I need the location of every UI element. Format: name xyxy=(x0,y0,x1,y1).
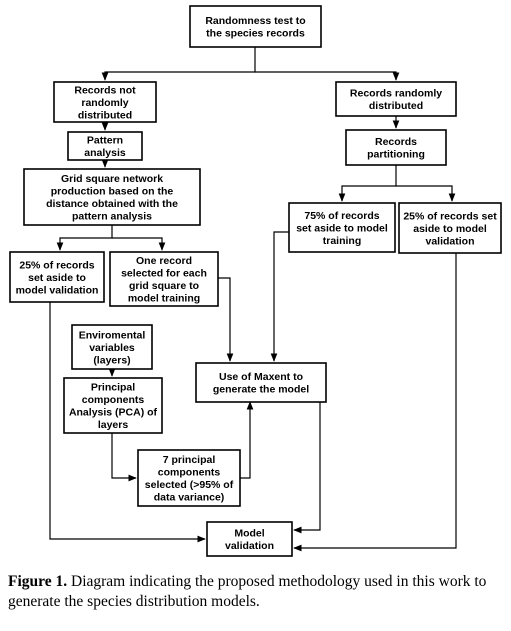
node-line: set aside to model xyxy=(296,222,388,234)
edge-partitioning-to-train75 xyxy=(338,165,397,202)
figure-label: Figure 1. xyxy=(8,573,68,590)
node-line: the species records xyxy=(206,28,305,40)
node-line: selected (>95% of xyxy=(145,479,234,491)
node-line: set aside to xyxy=(28,272,86,284)
node-line: Records xyxy=(375,136,417,148)
node-line: grid square to xyxy=(129,280,199,292)
node-line: Pattern xyxy=(87,135,123,147)
edge-grid-to-valid25-left xyxy=(56,225,113,251)
node-line: Records randomly xyxy=(350,88,442,100)
node-line: Records not xyxy=(74,84,136,96)
node-line: distributed xyxy=(369,100,423,112)
edge-pca-to-seven xyxy=(111,433,137,482)
edge-randomness-to-not-random xyxy=(101,47,256,81)
node-line: One record xyxy=(136,255,192,267)
node-line: distance obtained with the xyxy=(46,198,178,210)
node-line: data variance) xyxy=(154,492,225,504)
node-line: variables xyxy=(89,342,135,354)
node-line: components xyxy=(82,394,145,406)
edge-grid-to-one-record xyxy=(112,237,166,251)
edge-maxent-to-validation xyxy=(293,385,321,534)
node-line: Randomness test to xyxy=(205,15,305,27)
node-line: 25% of records xyxy=(19,259,94,271)
node-line: randomly xyxy=(81,97,128,109)
node-line: partitioning xyxy=(367,149,425,161)
node-line: validation xyxy=(225,540,274,552)
edge-one-record-to-maxent xyxy=(218,277,234,362)
node-line: generate the model xyxy=(213,384,309,396)
node-line: 75% of records xyxy=(304,210,379,222)
node-line: pattern analysis xyxy=(72,211,152,223)
node-line: validation xyxy=(425,235,474,247)
node-line: (layers) xyxy=(93,354,130,366)
node-line: model validation xyxy=(16,284,99,296)
node-line: Enviromental xyxy=(79,329,146,341)
node-line: Use of Maxent to xyxy=(219,371,303,383)
node-line: Analysis (PCA) of xyxy=(69,407,158,419)
node-line: Grid square network xyxy=(61,173,163,185)
node-line: aside to model xyxy=(413,223,487,235)
edge-valid25-right-to-validation xyxy=(293,253,457,552)
figure-caption-text: Diagram indicating the proposed methodol… xyxy=(8,573,487,610)
node-line: distributed xyxy=(78,109,132,121)
node-line: training xyxy=(323,235,362,247)
node-line: 25% of records set xyxy=(403,210,497,222)
figure-caption: Figure 1. Diagram indicating the propose… xyxy=(8,572,506,612)
node-line: layers xyxy=(98,419,129,431)
node-line: selected for each xyxy=(121,268,207,280)
node-line: Principal xyxy=(91,382,135,394)
edge-valid25-left-to-validation xyxy=(49,302,206,543)
node-line: production based on the xyxy=(51,186,174,198)
edge-partitioning-to-valid25 xyxy=(396,185,456,202)
edge-randomness-to-random xyxy=(255,71,400,81)
node-line: Model xyxy=(234,528,264,540)
node-line: model training xyxy=(128,293,200,305)
node-line: components xyxy=(158,467,221,479)
node-line: analysis xyxy=(84,147,126,159)
node-line: 7 principal xyxy=(163,454,216,466)
edge-seven-to-maxent xyxy=(240,401,254,479)
